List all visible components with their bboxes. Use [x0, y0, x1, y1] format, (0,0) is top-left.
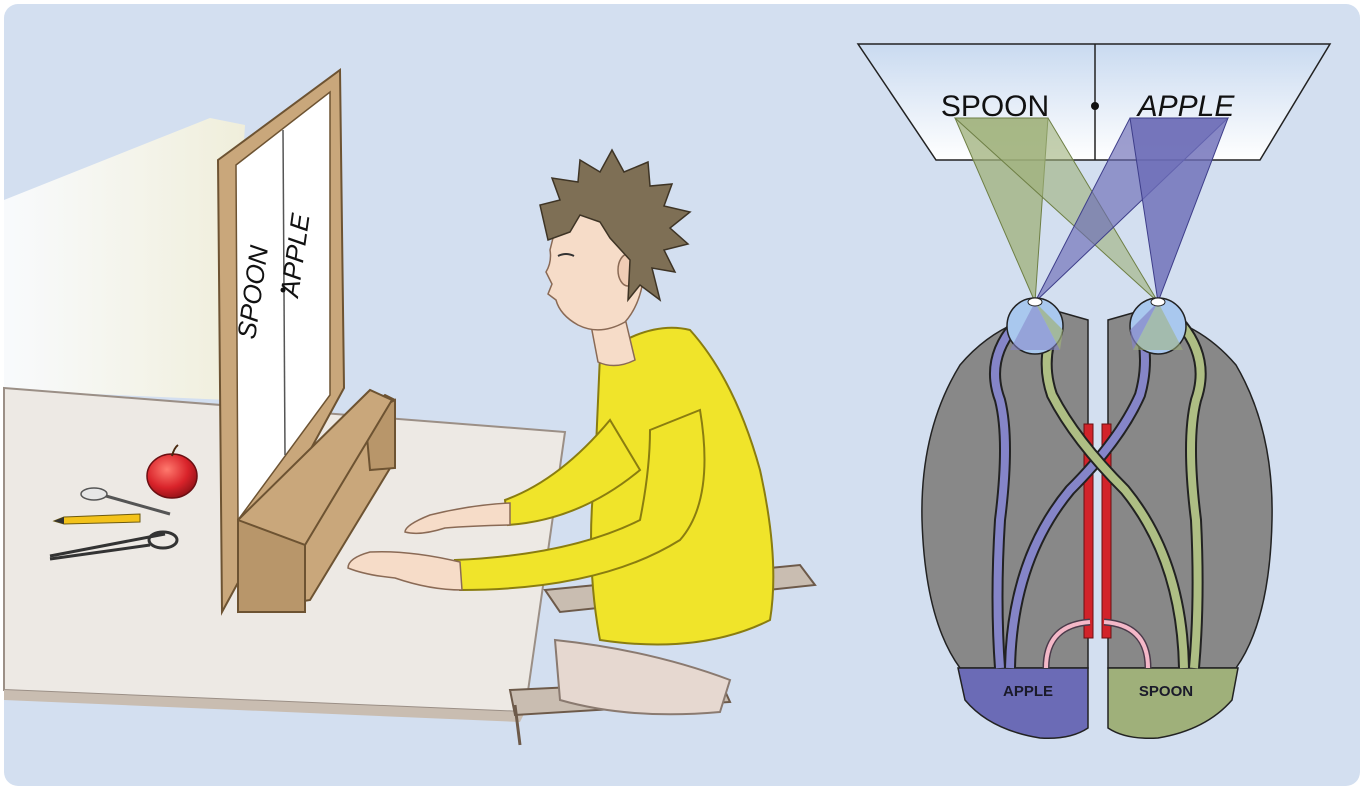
fixation-dot — [281, 288, 286, 293]
diagram-screen — [858, 44, 1330, 160]
left-lobe-label: APPLE — [1003, 683, 1053, 700]
right-lobe-label: SPOON — [1139, 683, 1193, 700]
left-eye — [1007, 298, 1063, 354]
diagram-fixation-dot — [1091, 102, 1099, 110]
right-eye — [1130, 298, 1186, 354]
